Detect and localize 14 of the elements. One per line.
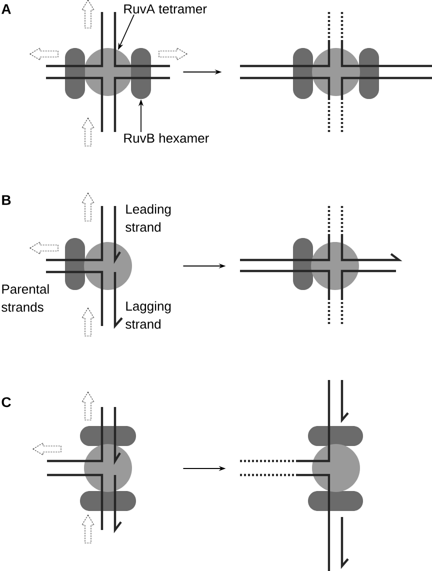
strand-label: Leading strand <box>126 204 171 232</box>
panel-letter: B <box>2 195 11 205</box>
panel-letter: C <box>2 397 11 408</box>
protein-label: RuvA tetramer <box>124 4 207 14</box>
protein-label: RuvB hexamer <box>124 133 209 143</box>
strand-label: Lagging strand <box>126 301 171 329</box>
panel-letter: A <box>2 4 11 14</box>
ruva-circle <box>84 48 132 96</box>
junction-drawing <box>240 380 363 571</box>
junction-drawing <box>46 12 170 132</box>
junction-drawing <box>240 206 402 326</box>
junction-drawing <box>47 407 136 534</box>
strand-label: Parental strands <box>2 284 49 312</box>
junction-drawing <box>240 12 432 132</box>
